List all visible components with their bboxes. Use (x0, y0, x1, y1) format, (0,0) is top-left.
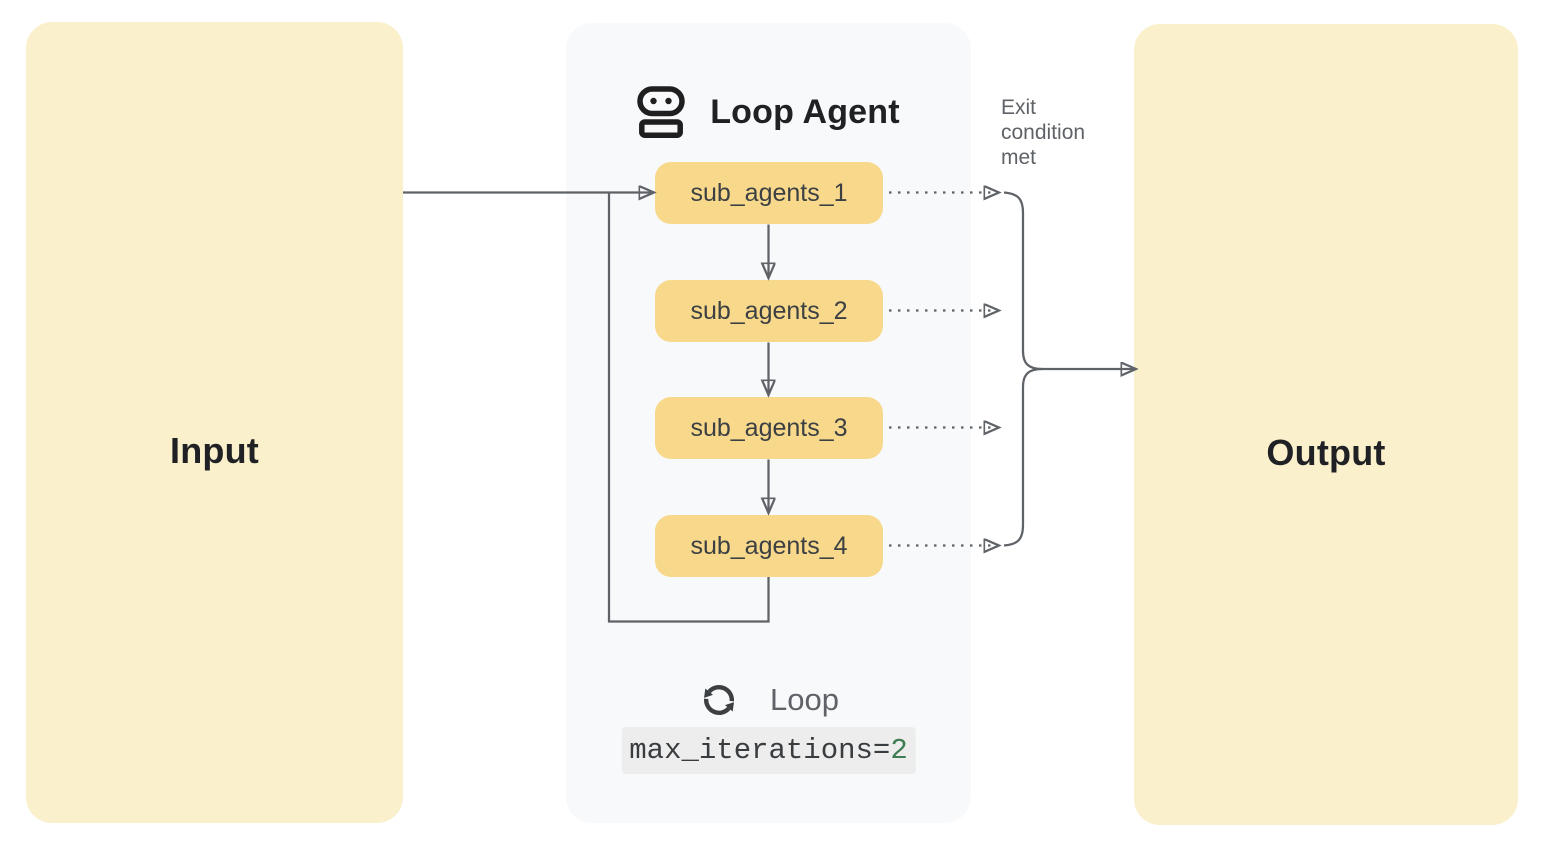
exit-brace-bottom (1003, 367, 1043, 547)
sub-agent-box-3: sub_agents_3 (655, 397, 883, 459)
sub-agent-box-2: sub_agents_2 (655, 280, 883, 342)
sub-agent-label-1: sub_agents_1 (690, 178, 848, 207)
exit-condition-note: Exit condition met (1001, 96, 1086, 169)
sub-agent-label-2: sub_agents_2 (690, 296, 848, 325)
input-panel: Input (26, 22, 403, 823)
loop-label: Loop (770, 682, 839, 717)
sub-agent-box-4: sub_agents_4 (655, 515, 883, 577)
loop-agent-container: Loop Agent sub_agents_1 sub_agents_2 sub… (566, 23, 971, 823)
exit-brace-top (1003, 191, 1043, 371)
sub-agent-label-3: sub_agents_3 (690, 413, 848, 442)
input-label: Input (170, 429, 259, 471)
sub-agent-box-1: sub_agents_1 (655, 162, 883, 224)
loop-sync-icon (704, 685, 735, 715)
output-panel: Output (1134, 24, 1518, 825)
code-value: 2 (890, 734, 908, 767)
output-label: Output (1266, 431, 1386, 473)
max-iterations-code: max_iterations=2 (621, 727, 916, 774)
loop-agent-title: Loop Agent (710, 92, 900, 131)
sub-agent-label-4: sub_agents_4 (690, 531, 848, 560)
loop-footer: Loop (566, 677, 971, 723)
robot-icon (637, 86, 685, 138)
code-text: max_iterations= (629, 734, 891, 767)
loop-agent-header: Loop Agent (566, 83, 971, 141)
